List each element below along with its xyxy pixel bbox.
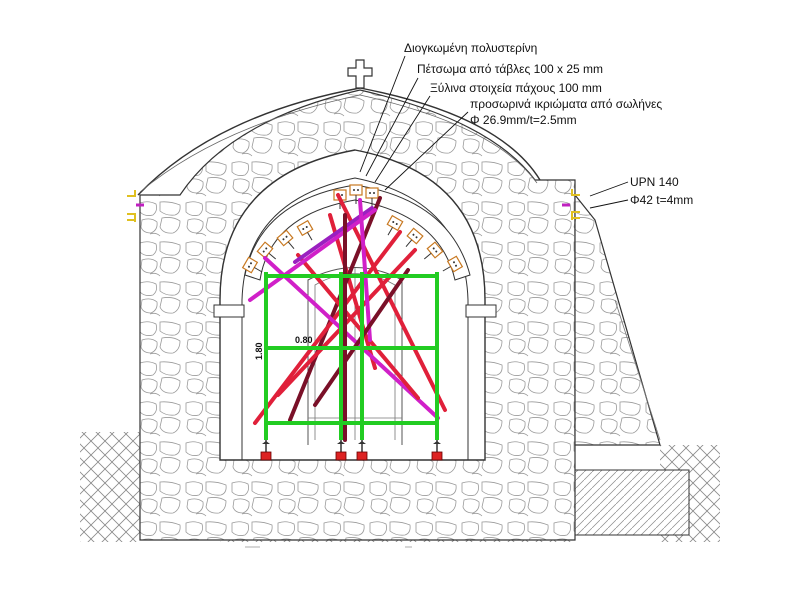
diagonal-brace (248, 208, 377, 302)
label-boards: Πέτσωμα από τάβλες 100 x 25 mm (417, 62, 603, 76)
bolt (415, 236, 418, 239)
label-insulation: Διογκωμένη πολυστερίνη (404, 41, 537, 55)
bolt (432, 247, 435, 250)
timber-block (241, 256, 263, 274)
bolt (250, 262, 252, 265)
timber-block (386, 214, 404, 236)
timber-centering (241, 184, 471, 281)
jack-stem (307, 232, 313, 241)
bolt (412, 233, 415, 236)
timber-block-outline (241, 256, 259, 274)
bolt (392, 221, 395, 223)
bolt (453, 261, 455, 264)
timber-block (256, 241, 277, 260)
diagonal-brace (296, 253, 420, 400)
jack-stem (268, 252, 277, 260)
timber-block (276, 229, 295, 250)
jack-nut (337, 441, 345, 444)
bolt (341, 194, 343, 196)
timber-block (349, 184, 363, 204)
diagonal-brace (336, 193, 447, 412)
timber-block (365, 187, 379, 207)
bolt (373, 192, 375, 194)
timber-block (405, 227, 424, 248)
label-timber: Ξύλινα στοιχεία πάχους 100 mm (430, 81, 602, 95)
label-scaffold-spec: Φ 26.9mm/t=2.5mm (470, 113, 577, 127)
dimension-height: 1.80 (254, 342, 264, 360)
label-scaffold: προσωρινά ικριώματα από σωλήνες (470, 97, 662, 111)
label-upn: UPN 140 (630, 175, 679, 189)
timber-block-outline (365, 187, 379, 199)
dimension-width: 0.80 (295, 335, 313, 345)
jack-stem (405, 239, 413, 248)
jack-nut (433, 441, 441, 444)
base-plate (431, 451, 443, 461)
jack-stem (442, 266, 451, 272)
jack-stem (254, 267, 263, 273)
steel-clamps (127, 189, 580, 222)
bolt (455, 264, 457, 267)
base-plate (335, 451, 347, 461)
bolt (435, 250, 438, 253)
leader-lines (359, 55, 629, 209)
jack-stem (287, 241, 295, 250)
bolt (262, 250, 265, 253)
jack-stem (387, 227, 393, 236)
base-plate (356, 451, 368, 461)
roof-cross (347, 59, 373, 89)
bolt (353, 189, 355, 191)
timber-block-outline (349, 184, 363, 196)
bolt (369, 192, 371, 194)
bolt (285, 235, 288, 238)
bolt (395, 223, 398, 225)
scaffold-frame (264, 272, 439, 440)
diagonal-brace (263, 256, 440, 420)
bolt (282, 238, 285, 241)
diagonal-brace (358, 198, 372, 342)
base-plate (260, 451, 272, 461)
jack-nut (358, 441, 366, 444)
bolt (265, 247, 268, 250)
diagonal-brace (288, 196, 382, 422)
timber-block (423, 241, 444, 260)
timber-block-outline (296, 219, 314, 237)
bolt (302, 228, 305, 230)
timber-block-outline (406, 227, 424, 245)
bolt (248, 265, 250, 268)
timber-block (442, 255, 464, 273)
jack-nut (262, 441, 270, 444)
bolt (357, 189, 359, 191)
diagonal-brace (293, 206, 374, 264)
base-plates (260, 440, 443, 461)
bolt (305, 226, 308, 228)
timber-block-outline (386, 214, 404, 232)
timber-block-outline (276, 229, 294, 247)
label-rod: Φ42 t=4mm (630, 193, 693, 207)
timber-block (296, 219, 314, 241)
jack-stem (423, 252, 432, 260)
